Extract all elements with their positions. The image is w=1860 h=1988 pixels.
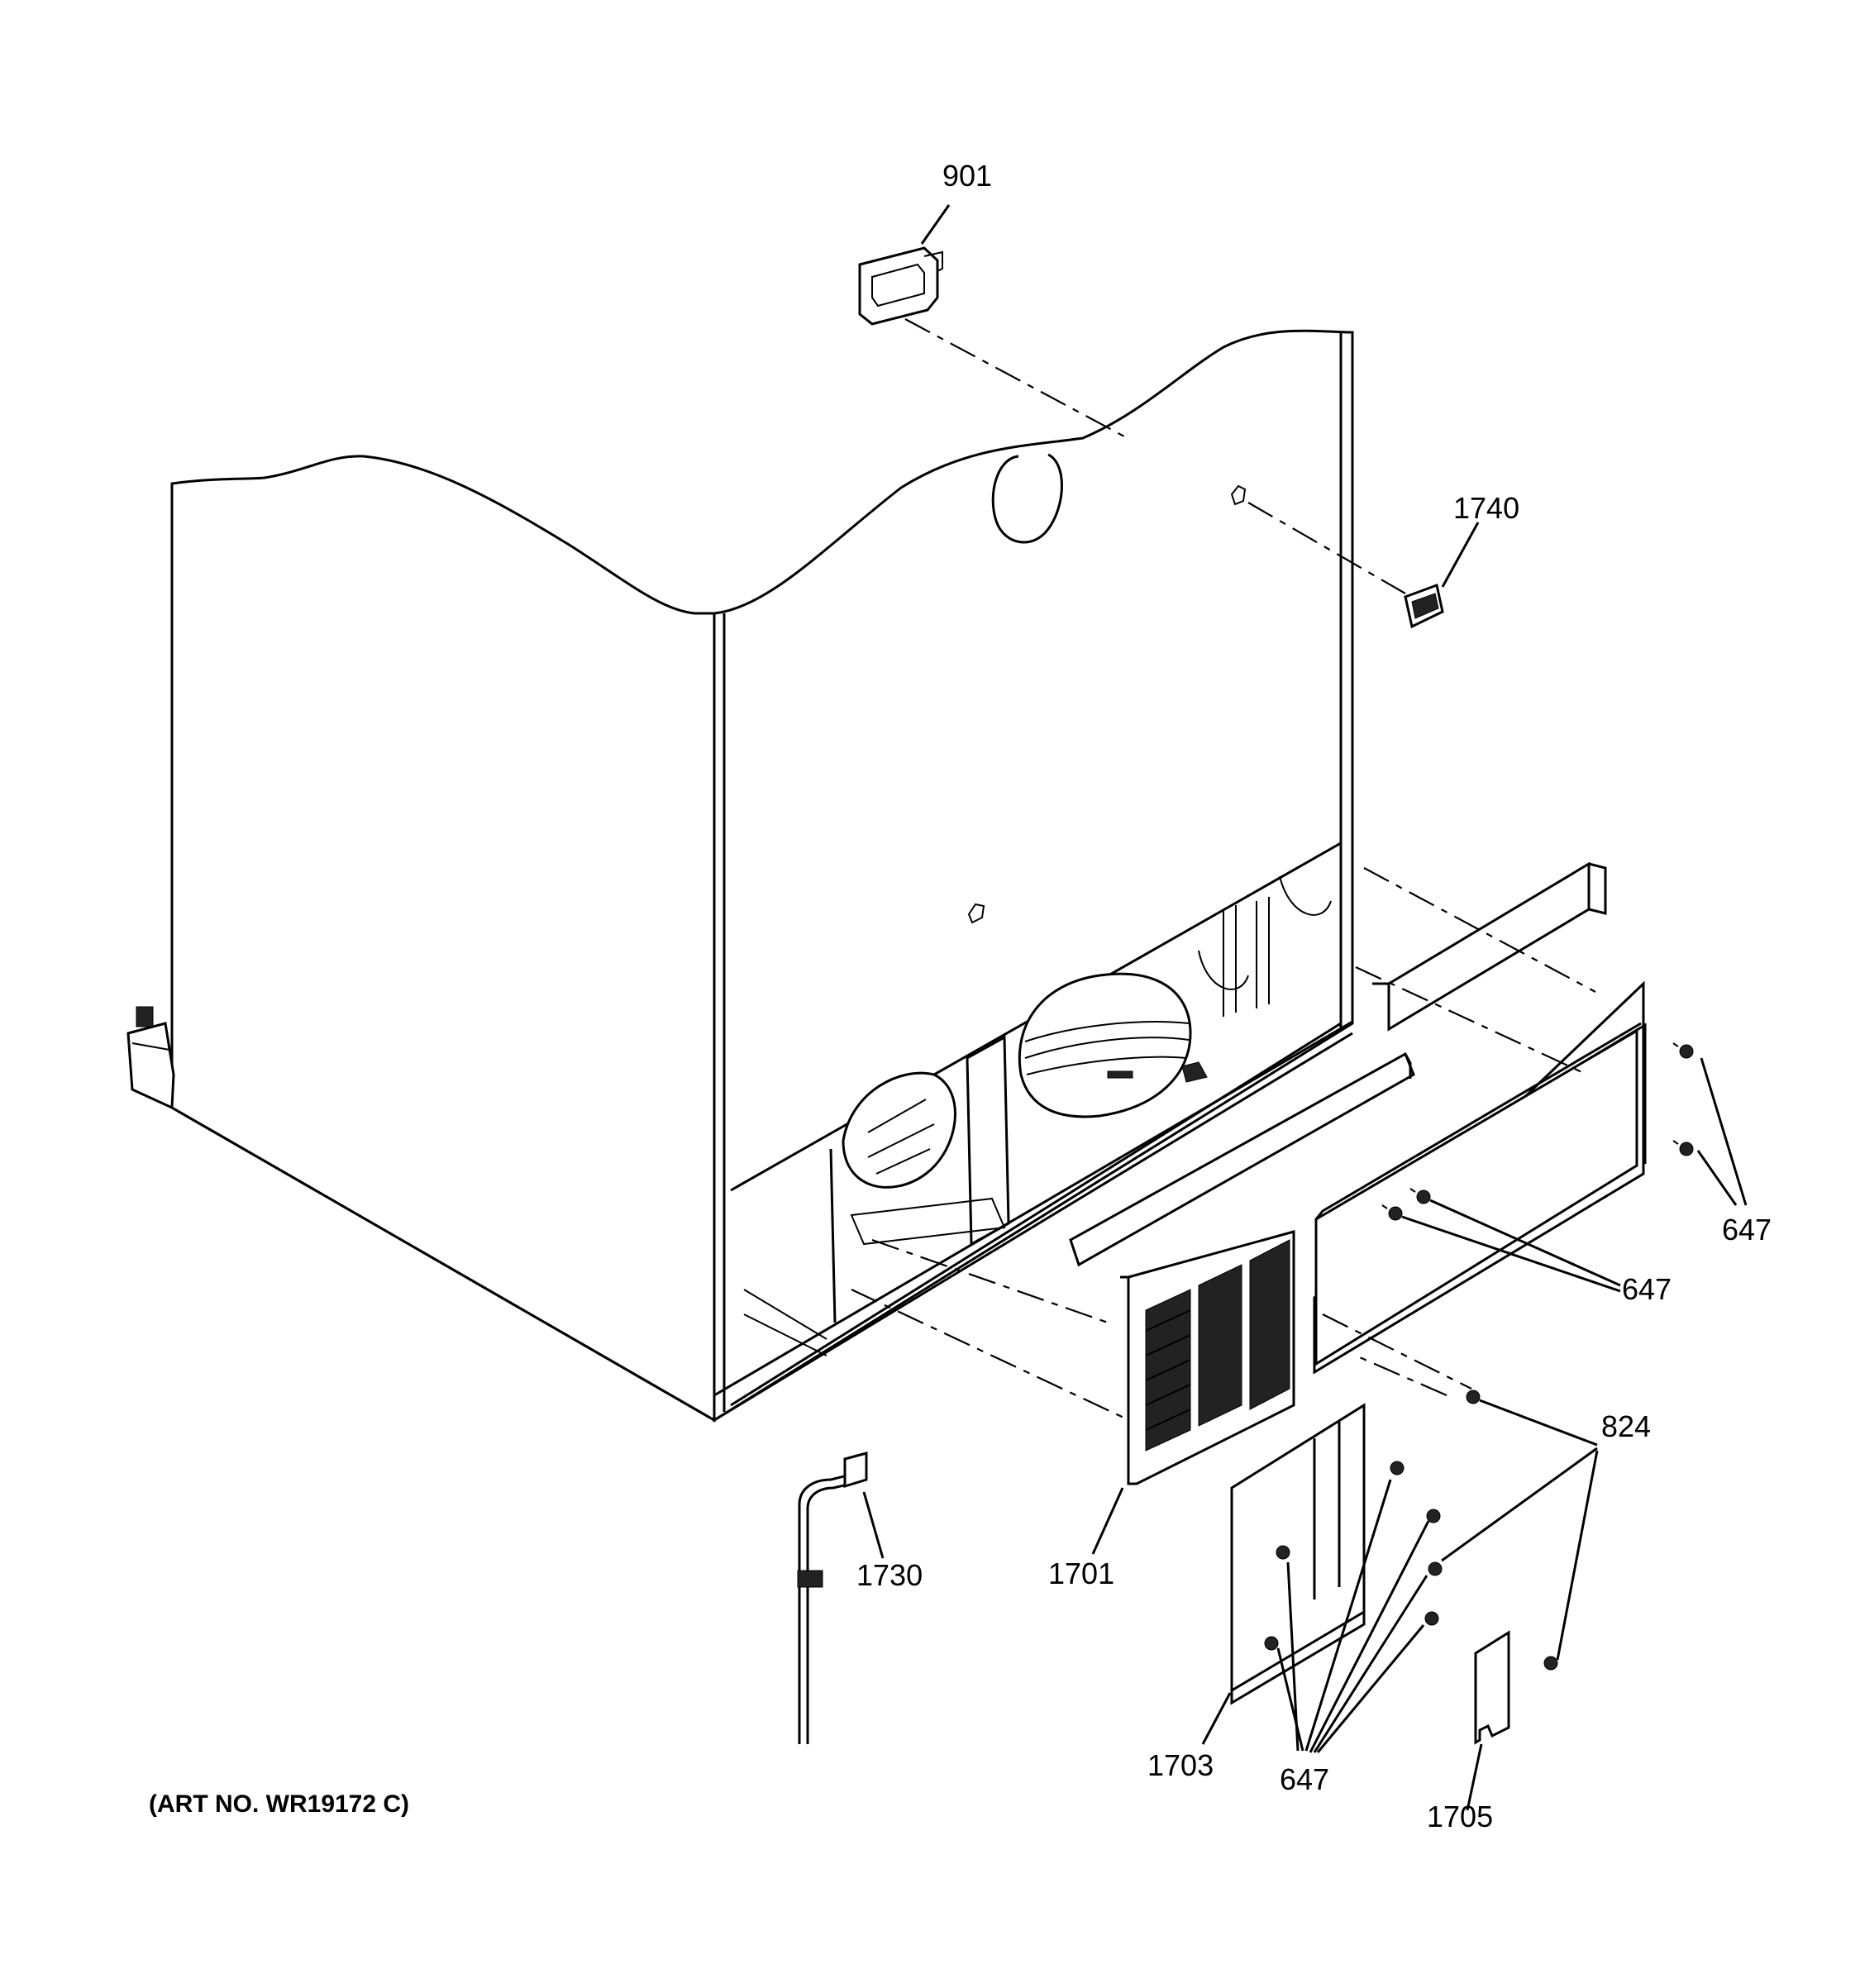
- filler-strip: [1069, 1051, 1415, 1267]
- screw: [1264, 1636, 1279, 1651]
- callout-824: 824: [1601, 1409, 1651, 1443]
- part-901-bracket: [858, 246, 1125, 437]
- screw: [1672, 1140, 1694, 1156]
- screw: [1409, 1188, 1431, 1204]
- callout-647-mid: 647: [1622, 1272, 1672, 1306]
- callout-647-right: 647: [1722, 1213, 1772, 1247]
- part-1703-panel: [1230, 1403, 1366, 1705]
- part-1705-bracket: [1474, 1630, 1510, 1745]
- rear-access-panel: [1313, 980, 1647, 1375]
- refrigerator-cabinet: [126, 329, 1354, 1423]
- screw: [1428, 1561, 1443, 1576]
- top-cover-panel: [1372, 861, 1607, 1032]
- screw: [1424, 1611, 1439, 1626]
- machine-compartment: [743, 875, 1332, 1356]
- callout-901: 901: [942, 159, 992, 193]
- callout-647-bottom: 647: [1280, 1762, 1329, 1796]
- screw: [1276, 1545, 1290, 1560]
- art-number: (ART NO. WR19172 C): [149, 1790, 409, 1818]
- leader-lines: [862, 204, 1748, 1811]
- screw: [1672, 1042, 1694, 1059]
- part-1701-grille: [1120, 1230, 1295, 1485]
- part-1730-harness: [797, 1452, 868, 1744]
- leader-dash-901: [904, 318, 1125, 437]
- screw: [1381, 1204, 1403, 1221]
- callout-1730: 1730: [856, 1558, 923, 1592]
- callout-1703: 1703: [1147, 1748, 1214, 1782]
- callout-1701: 1701: [1048, 1557, 1114, 1590]
- screws: [1264, 1042, 1694, 1671]
- screw: [1390, 1461, 1405, 1476]
- screw: [1543, 1656, 1558, 1671]
- screw: [1426, 1509, 1441, 1523]
- part-1740-control-board: [1247, 502, 1444, 629]
- grille-vents-mid: [1198, 1264, 1242, 1427]
- screw: [1466, 1390, 1481, 1404]
- callout-1740: 1740: [1453, 491, 1519, 525]
- grille-vents-right: [1249, 1239, 1290, 1410]
- callout-1705: 1705: [1427, 1800, 1493, 1833]
